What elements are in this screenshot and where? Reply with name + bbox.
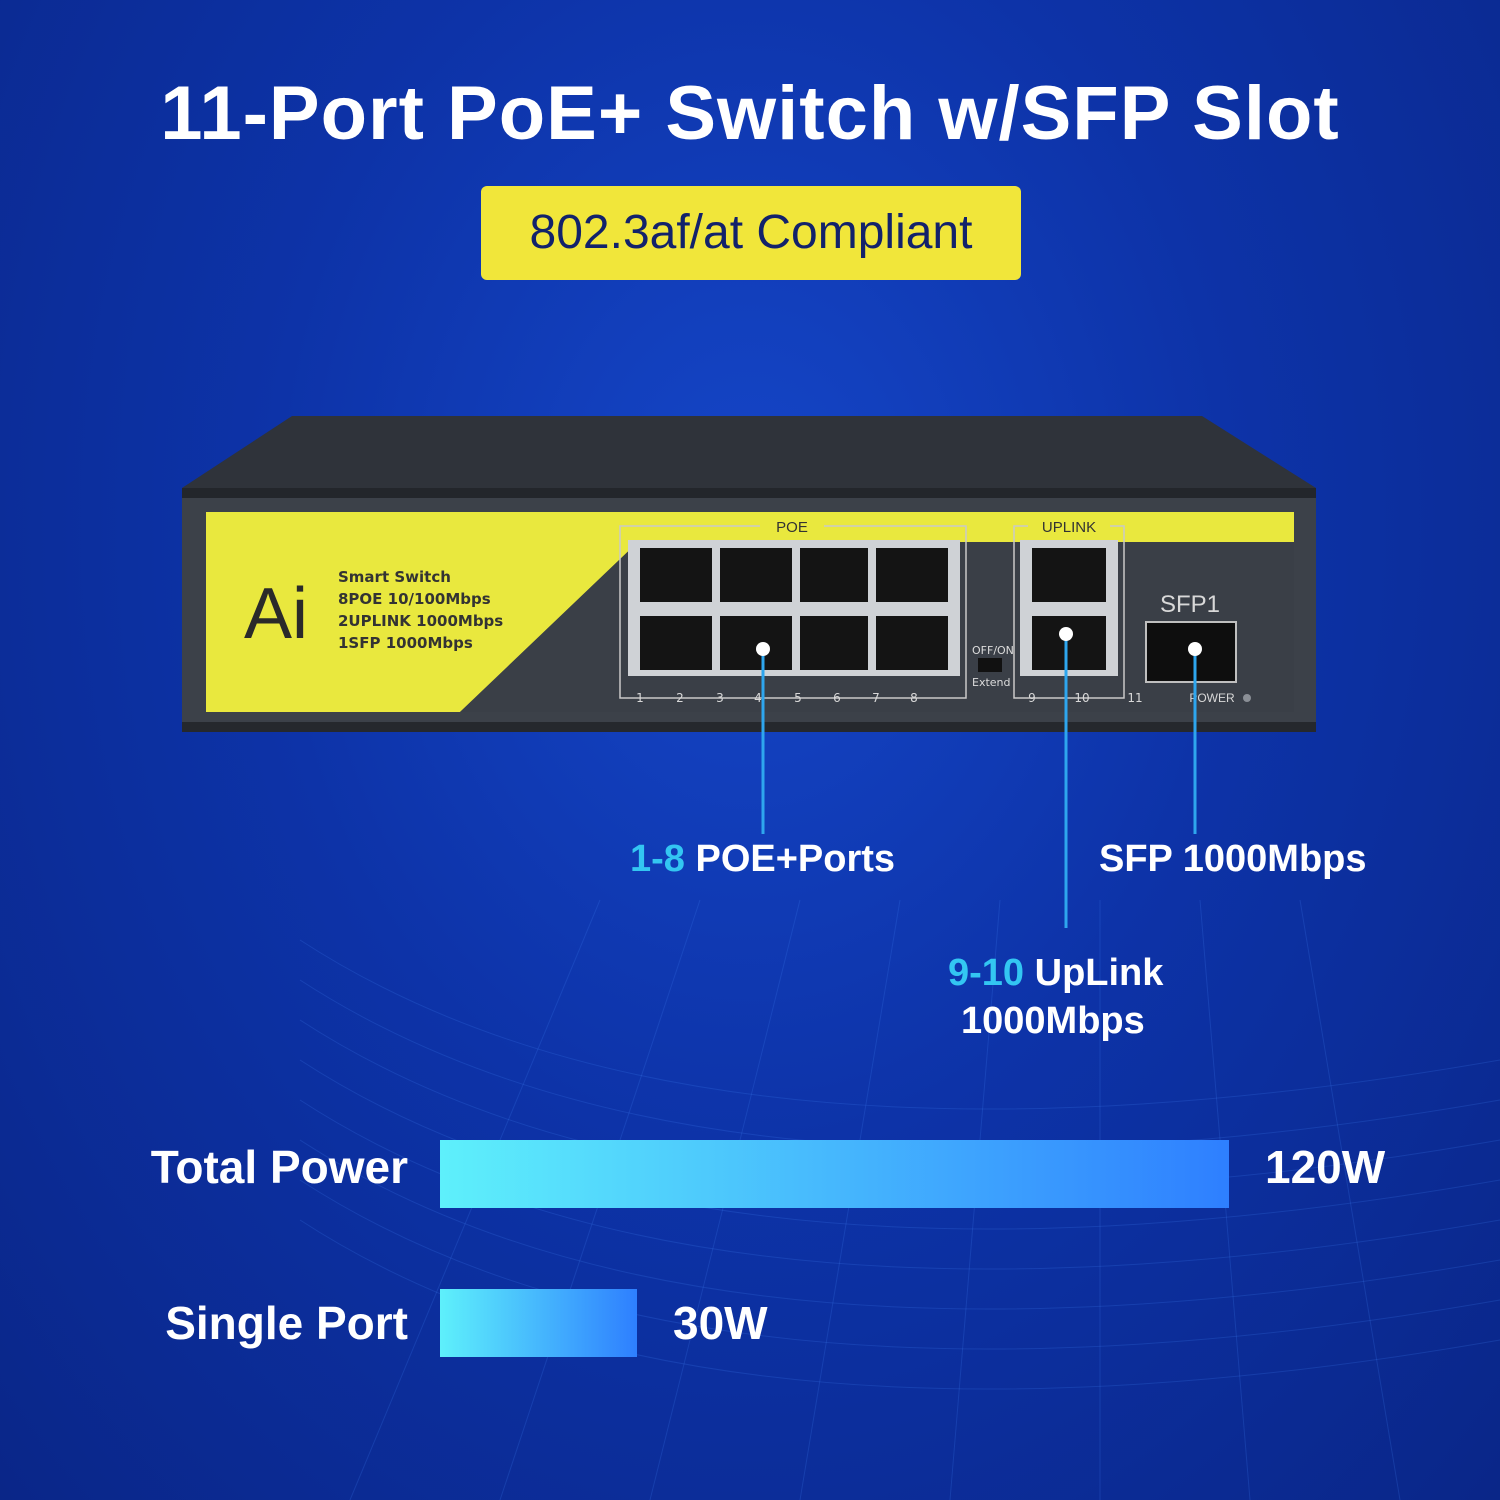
front-yellow-label <box>206 512 1294 712</box>
total-power-value: 120W <box>1265 1141 1386 1193</box>
dip-switch <box>978 658 1002 672</box>
sfp-callout: SFP 1000Mbps <box>1099 838 1367 880</box>
uplink-callout-dot <box>1059 627 1073 641</box>
spec-line: Smart Switch <box>338 568 451 586</box>
rj45-port <box>640 548 712 602</box>
port-number: 5 <box>794 691 802 705</box>
rj45-port <box>1032 548 1106 602</box>
power-led <box>1243 694 1251 702</box>
power-label: POWER <box>1189 691 1235 705</box>
sfp-label: SFP1 <box>1160 591 1220 618</box>
single-port-value: 30W <box>673 1297 768 1349</box>
brand-logo: Ai <box>244 574 308 654</box>
port-number: 6 <box>833 691 841 705</box>
port-number: 2 <box>676 691 684 705</box>
poe-callout-text: POE+Ports <box>684 838 896 880</box>
uplink-callout-text: UpLink <box>1024 952 1164 994</box>
uplink-callout: 9-10 UpLink <box>948 952 1163 995</box>
rj45-port <box>876 548 948 602</box>
poe-ports-callout: 1-8 POE+Ports <box>630 838 895 881</box>
port-number: 8 <box>910 691 918 705</box>
sfp-callout-dot <box>1188 642 1202 656</box>
poe-ports <box>640 548 948 670</box>
poe-group-label: POE <box>776 519 808 536</box>
single-port-bar <box>440 1289 637 1357</box>
port-number: 7 <box>872 691 880 705</box>
rj45-port <box>800 548 868 602</box>
uplink-group-label: UPLINK <box>1042 519 1096 536</box>
rj45-port <box>640 616 712 670</box>
poe-callout-dot <box>756 642 770 656</box>
rj45-port <box>720 548 792 602</box>
port-number: 3 <box>716 691 724 705</box>
switch-label-extend: Extend <box>972 676 1011 689</box>
switch-label-off-on: OFF/ON <box>972 644 1014 657</box>
uplink-callout-highlight: 9-10 <box>948 952 1025 994</box>
port-number: 4 <box>754 691 762 705</box>
total-power-bar <box>440 1140 1229 1208</box>
spec-line: 2UPLINK 1000Mbps <box>338 612 503 630</box>
page-title: 11-Port PoE+ Switch w/SFP Slot <box>160 71 1340 156</box>
rj45-port <box>1032 616 1106 670</box>
spec-line: 8POE 10/100Mbps <box>338 590 491 608</box>
poe-callout-highlight: 1-8 <box>630 838 685 880</box>
switch-top-panel <box>182 416 1316 488</box>
rj45-port <box>720 616 792 670</box>
total-power-label: Total Power <box>150 1141 408 1193</box>
spec-line: 1SFP 1000Mbps <box>338 634 473 652</box>
port-number: 9 <box>1028 691 1036 705</box>
rj45-port <box>876 616 948 670</box>
rj45-port <box>800 616 868 670</box>
port-number: 11 <box>1127 691 1142 705</box>
port-number: 1 <box>636 691 644 705</box>
uplink-callout-speed: 1000Mbps <box>961 1000 1145 1042</box>
port-number: 10 <box>1074 691 1089 705</box>
single-port-label: Single Port <box>165 1297 408 1349</box>
compliance-badge: 802.3af/at Compliant <box>481 186 1021 280</box>
